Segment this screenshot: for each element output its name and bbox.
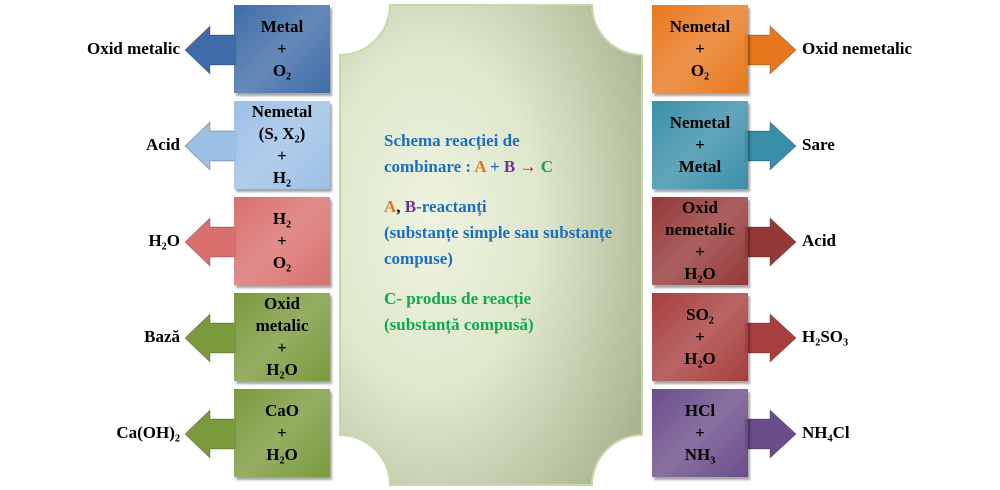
reactant-line: CaO — [265, 401, 299, 420]
right-reactants-box: Nemetal + O₂ — [652, 5, 748, 93]
product-desc: (substanță compusă) — [384, 315, 534, 334]
scheme-title-cont: combinare : — [384, 157, 475, 176]
reactant-line: Nemetal — [669, 113, 731, 132]
reactant-line: + — [695, 39, 705, 58]
reaction-arrow: → — [515, 157, 541, 176]
plus-sign: + — [485, 157, 504, 176]
central-panel — [339, 4, 643, 486]
product-label: Acid — [802, 231, 836, 250]
reactant-line: O₂ — [272, 253, 292, 272]
left-arrow-icon — [184, 312, 237, 364]
reactant-b: B — [503, 157, 516, 176]
reactant-line: H₂O — [684, 349, 716, 368]
right-reactants-box: HCl + NH₃ — [652, 389, 748, 477]
product-label: Ca(OH)₂ — [116, 423, 180, 442]
product-label: H₂SO₃ — [802, 327, 849, 346]
right-reactants-box: SO₂ + H₂O — [652, 293, 748, 381]
reactant-a: A — [384, 197, 397, 216]
left-reactants-box: H₂ + O₂ — [234, 197, 330, 285]
reactant-line: + — [277, 338, 287, 357]
right-arrow-icon — [744, 408, 797, 460]
left-reactants-box: Oxid metalic + H₂O — [234, 293, 330, 381]
scheme-title: Schema reacției de — [384, 131, 520, 150]
right-reactants-box: Oxid nemetalic + H₂O — [652, 197, 748, 285]
reactant-line: SO₂ — [686, 305, 714, 324]
reactant-line: nemetalic — [665, 220, 735, 239]
reactant-line: H₂O — [684, 264, 716, 283]
reactant-line: H₂ — [272, 168, 292, 187]
left-reactants-box: Nemetal (S, X₂) + H₂ — [234, 101, 330, 189]
reactant-line: + — [277, 423, 287, 442]
reactant-line: HCl — [684, 401, 716, 420]
reactant-line: + — [277, 231, 287, 250]
reactant-line: O₂ — [690, 61, 710, 80]
product-label: C- produs de reacție — [384, 289, 532, 308]
reactants-label: -reactanți — [416, 197, 487, 216]
reactant-line: + — [277, 146, 287, 165]
reactant-line: + — [695, 135, 705, 154]
left-arrow-icon — [184, 408, 237, 460]
right-reactants-box: Nemetal + Metal — [652, 101, 748, 189]
reactant-line: + — [695, 327, 705, 346]
right-arrow-icon — [744, 312, 797, 364]
left-reactants-box: Metal + O₂ — [234, 5, 330, 93]
reactant-line: O₂ — [272, 61, 292, 80]
product-label: Bază — [144, 327, 180, 346]
left-arrow-icon — [184, 120, 237, 172]
right-arrow-icon — [744, 24, 797, 76]
reactant-line: metalic — [255, 316, 309, 335]
panel-text: Schema reacției de combinare : A + B → C… — [384, 128, 634, 352]
reactant-line: + — [695, 423, 705, 442]
reactant-a: A — [474, 157, 486, 176]
product-label: Oxid metalic — [86, 39, 180, 58]
reactant-line: Metal — [260, 17, 304, 36]
left-arrow-icon — [184, 216, 237, 268]
right-arrow-icon — [744, 120, 797, 172]
reactant-line: Oxid — [682, 198, 718, 217]
reactant-line: Metal — [678, 157, 722, 176]
left-arrow-icon — [184, 24, 237, 76]
product-c: C — [540, 157, 554, 176]
product-label: Sare — [802, 135, 835, 154]
reactants-desc: (substanțe simple sau substanțe compuse) — [384, 223, 613, 268]
reactant-line: NH₃ — [684, 445, 716, 464]
right-arrow-icon — [744, 216, 797, 268]
reactant-line: H₂ — [272, 209, 292, 228]
comma: , — [396, 197, 405, 216]
reactant-line: + — [695, 242, 705, 261]
reactant-line: Nemetal — [251, 102, 313, 121]
reactant-line: + — [277, 39, 287, 58]
reactant-line: H₂O — [266, 360, 298, 379]
product-label: NH₄Cl — [802, 423, 850, 442]
reactant-line: Oxid — [264, 294, 300, 313]
reactant-line: H₂O — [266, 445, 298, 464]
reactant-line: (S, X₂) — [258, 124, 306, 143]
reactant-b: B — [404, 197, 417, 216]
reactant-line: Nemetal — [669, 17, 731, 36]
left-reactants-box: CaO + H₂O — [234, 389, 330, 477]
product-label: H₂O — [148, 231, 180, 250]
product-label: Oxid nemetalic — [802, 39, 913, 58]
product-label: Acid — [146, 135, 180, 154]
